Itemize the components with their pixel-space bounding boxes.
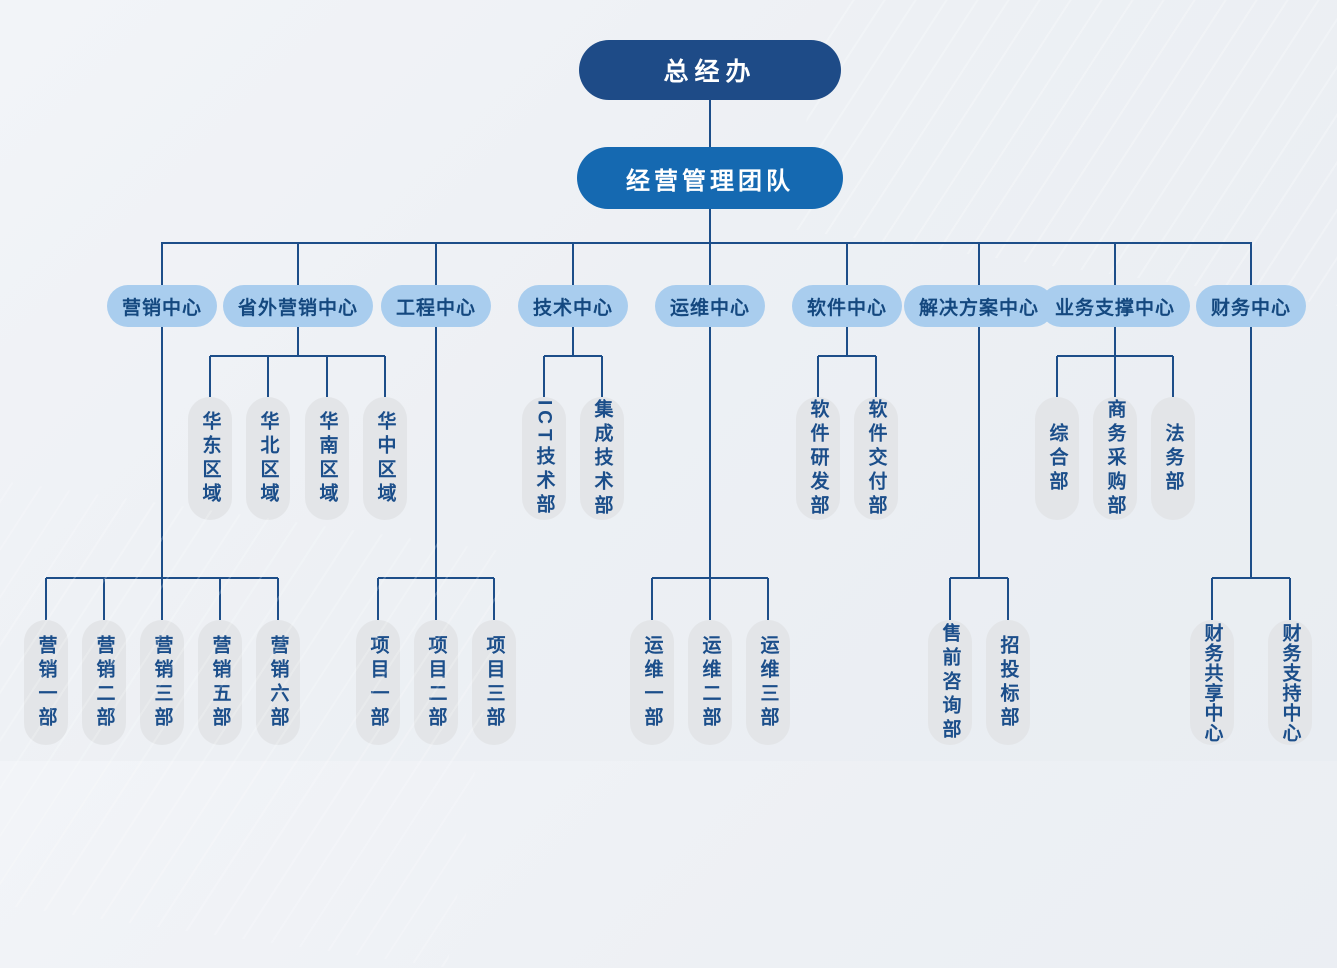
center-software: 软件中心	[791, 285, 903, 327]
dept-node: 营销一部	[24, 620, 68, 745]
connector-lines	[45, 100, 1291, 620]
branch-business-support	[1056, 327, 1174, 397]
branch-engineering	[377, 327, 495, 620]
branch-technology	[543, 327, 603, 397]
center-business-support: 业务支撑中心	[1039, 285, 1191, 327]
center-technology: 技术中心	[517, 285, 629, 327]
dept-node: 财务支持中心	[1268, 620, 1312, 745]
dept-node: 财务共享中心	[1190, 620, 1234, 745]
branch-operations	[651, 327, 769, 620]
center-engineering: 工程中心	[380, 285, 492, 327]
dept-node: 招投标部	[986, 620, 1030, 745]
dept-node: 项目三部	[472, 620, 516, 745]
center-marketing: 营销中心	[106, 285, 218, 327]
dept-node: ICT技术部	[522, 397, 566, 520]
dept-node: 软件研发部	[796, 397, 840, 520]
dept-node: 华南区域	[305, 397, 349, 520]
dept-node: 华中区域	[363, 397, 407, 520]
dept-node: 华北区域	[246, 397, 290, 520]
dept-node: 项目二部	[414, 620, 458, 745]
dept-node: 商务采购部	[1093, 397, 1137, 520]
branch-marketing	[45, 327, 279, 620]
center-operations: 运维中心	[654, 285, 766, 327]
dept-node: 集成技术部	[580, 397, 624, 520]
dept-node: 综合部	[1035, 397, 1079, 520]
center-finance: 财务中心	[1195, 285, 1307, 327]
dept-node: 软件交付部	[854, 397, 898, 520]
branch-finance	[1211, 327, 1291, 620]
dept-node: 营销六部	[256, 620, 300, 745]
dept-node: 运维二部	[688, 620, 732, 745]
root-node: 总经办	[579, 40, 841, 100]
branch-software	[817, 327, 877, 397]
trunk-connector	[161, 100, 1252, 285]
dept-node: 项目一部	[356, 620, 400, 745]
center-provincial-marketing: 省外营销中心	[222, 285, 374, 327]
center-solutions: 解决方案中心	[903, 285, 1055, 327]
dept-node: 华东区域	[188, 397, 232, 520]
dept-node: 售前咨询部	[928, 620, 972, 745]
org-chart: 总经办 经营管理团队 营销中心 省外营销中心 工程中心 技术中心 运维中心 软件…	[24, 40, 1312, 745]
dept-node: 营销五部	[198, 620, 242, 745]
management-team-node: 经营管理团队	[577, 147, 843, 209]
branch-solutions	[949, 327, 1009, 620]
dept-node: 营销二部	[82, 620, 126, 745]
dept-node: 运维三部	[746, 620, 790, 745]
dept-node: 法务部	[1151, 397, 1195, 520]
branch-provincial-marketing	[209, 327, 386, 397]
dept-node: 营销三部	[140, 620, 184, 745]
dept-node: 运维一部	[630, 620, 674, 745]
